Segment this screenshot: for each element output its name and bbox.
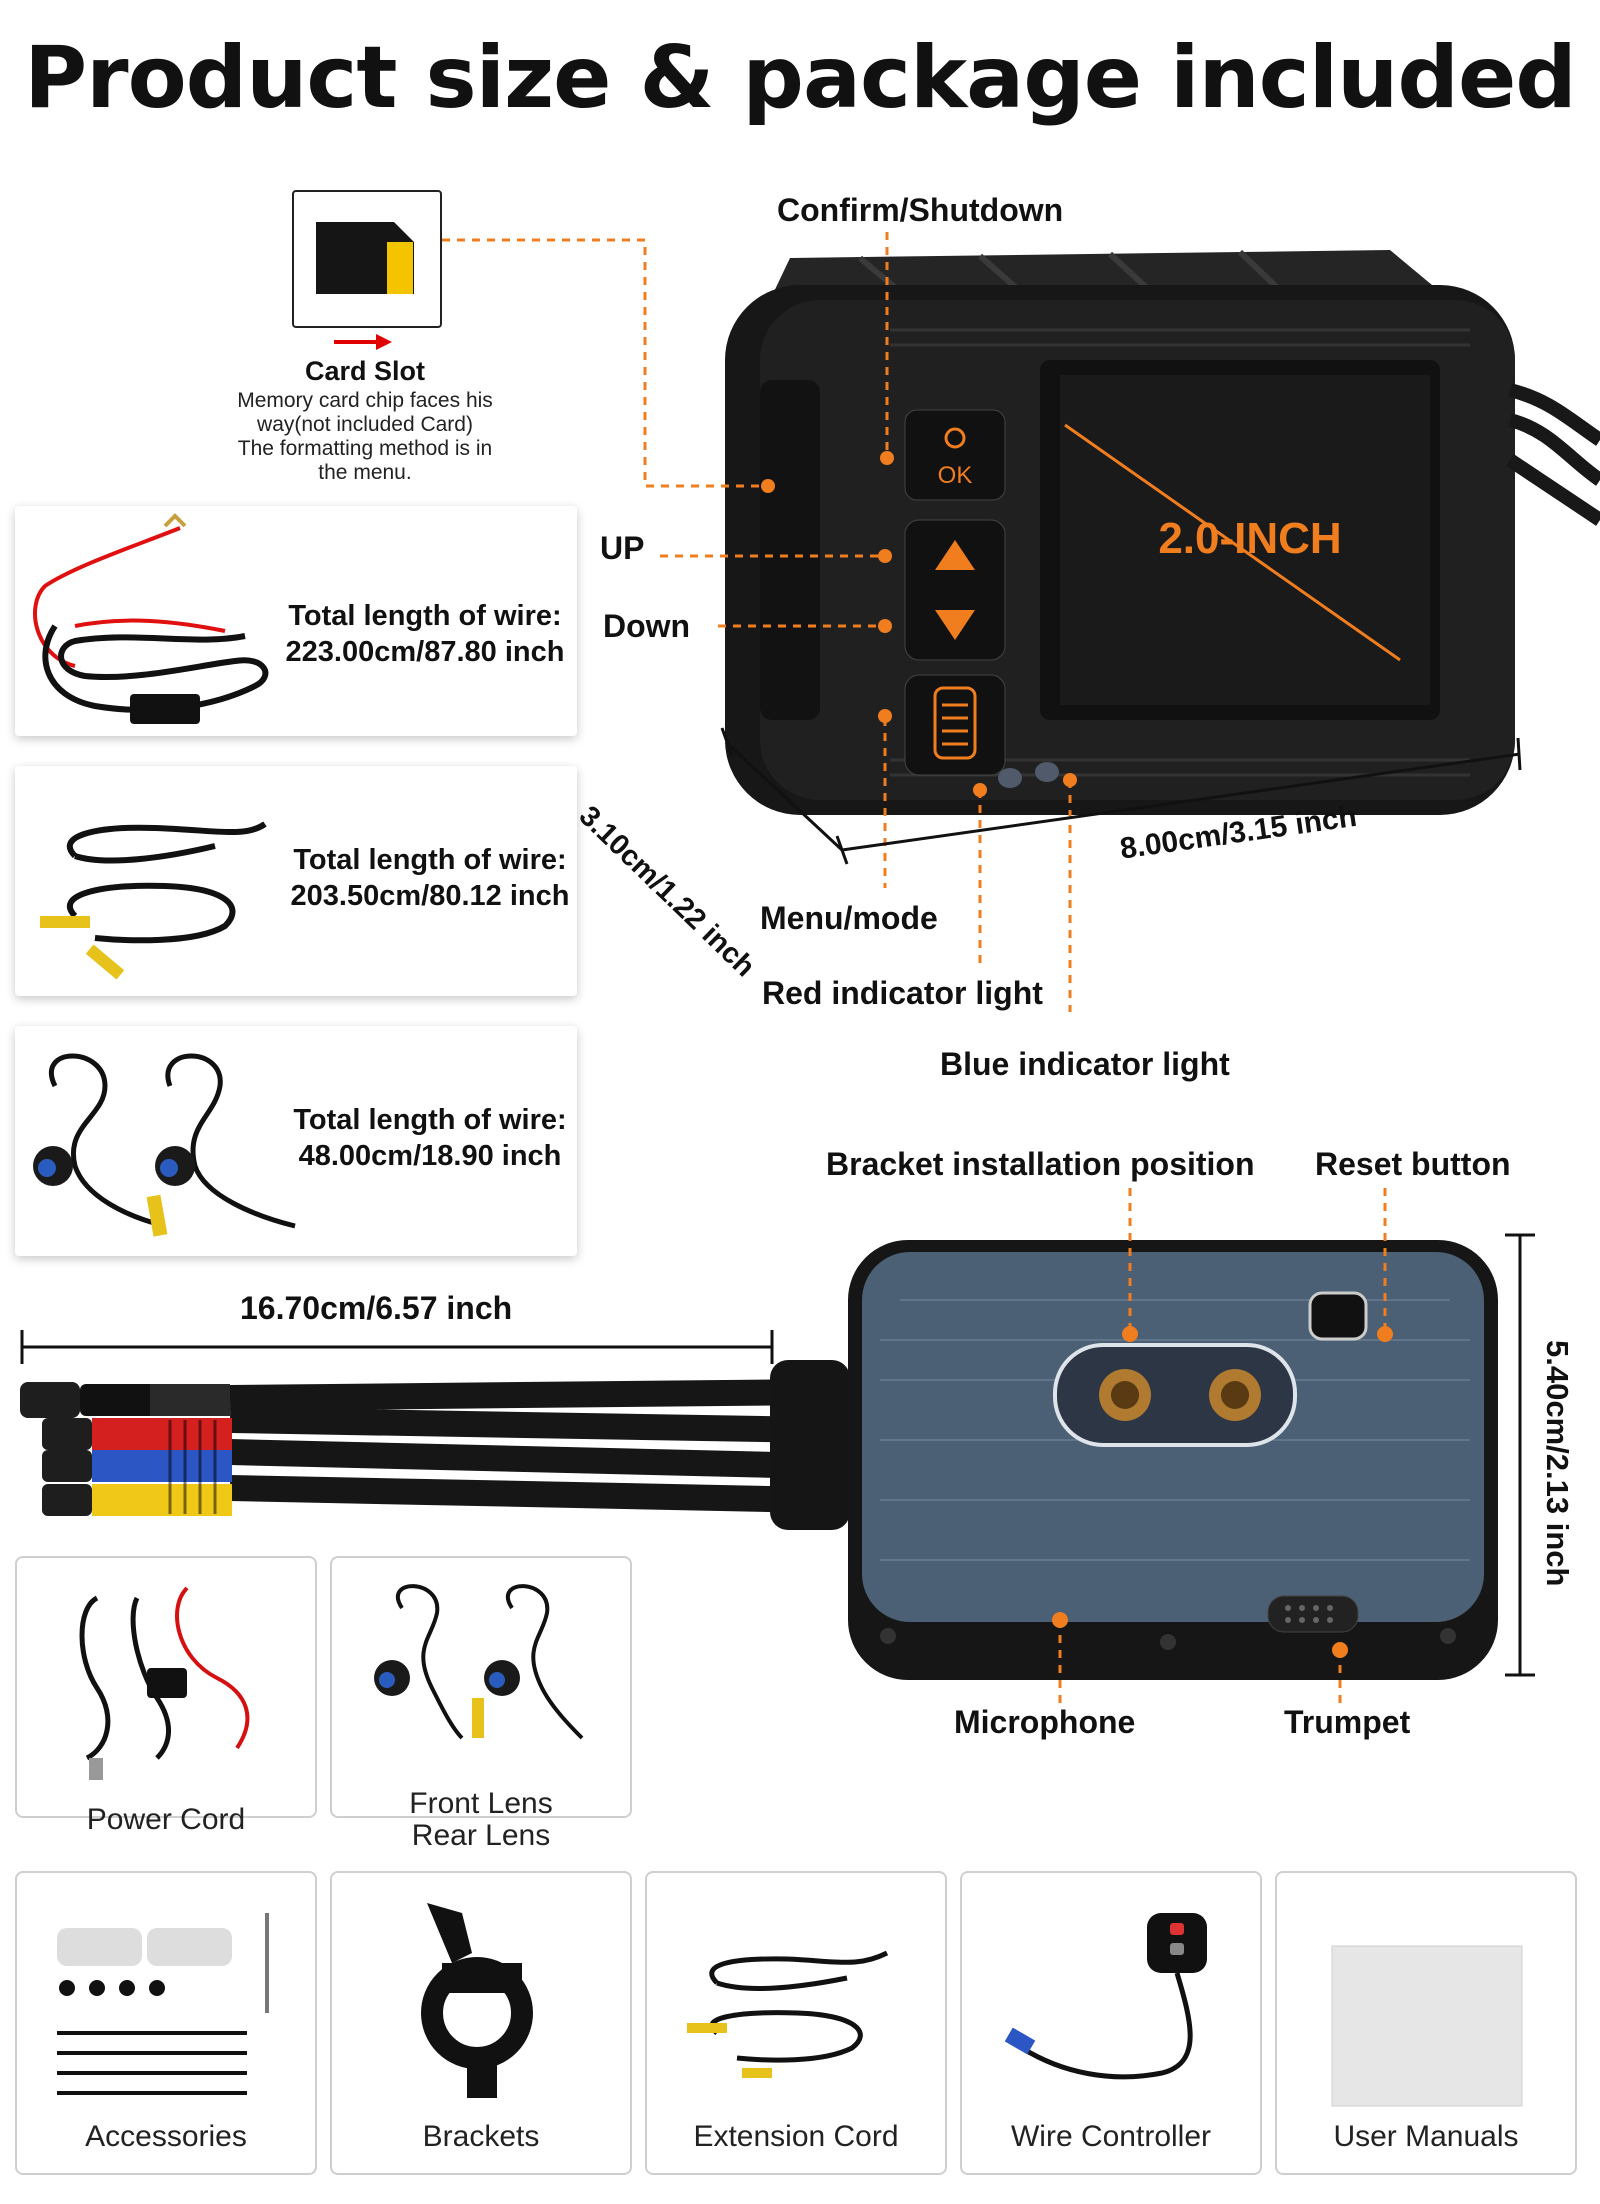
- package-name-1: Front Lens: [409, 1787, 553, 1820]
- package-name-2: Rear Lens: [411, 1819, 551, 1852]
- page-title: Product size & package included: [24, 28, 1577, 128]
- wire-label: Total length of wire:: [293, 1104, 567, 1136]
- power-cord-icon: [79, 1586, 250, 1780]
- package-card-brackets: Brackets: [330, 1871, 632, 2175]
- extension-cord-icon: [687, 1950, 889, 2078]
- blue-light-label: Blue indicator light: [940, 1046, 1230, 1082]
- reset-label: Reset button: [1315, 1146, 1511, 1182]
- wire-text-extension: Total length of wire: 203.50cm/80.12 inc…: [280, 842, 580, 914]
- package-card-extension-cord: Extension Cord: [645, 1871, 947, 2175]
- lenses-icon: [374, 1584, 584, 1740]
- package-name: Power Cord: [86, 1803, 246, 1836]
- wire-label: Total length of wire:: [293, 844, 567, 876]
- extension-wire-icon: [40, 821, 267, 980]
- screen-size-label: 2.0-INCH: [1158, 514, 1342, 563]
- power-wire-icon: [33, 513, 269, 724]
- memory-card-icon: [316, 222, 414, 294]
- confirm-label: Confirm/Shutdown: [777, 192, 1064, 228]
- bracket-icon: [421, 1903, 533, 2098]
- wire-value: 203.50cm/80.12 inch: [290, 880, 570, 912]
- memory-card-box: [292, 190, 442, 328]
- manual-icon: [1331, 1945, 1523, 2107]
- wire-value: 48.00cm/18.90 inch: [298, 1140, 562, 1172]
- card-slot-desc: Memory card chip faces his way(not inclu…: [195, 389, 535, 485]
- card-slot-desc-1: Memory card chip faces his: [237, 389, 493, 412]
- down-label: Down: [603, 608, 691, 644]
- microphone-label: Microphone: [954, 1704, 1136, 1740]
- card-slot-desc-2: way(not included Card): [257, 413, 473, 436]
- wire-card-extension: Total length of wire: 203.50cm/80.12 inc…: [15, 766, 577, 996]
- package-card-user-manuals: User Manuals: [1275, 1871, 1577, 2175]
- menu-label: Menu/mode: [760, 900, 938, 936]
- ok-label: OK: [937, 462, 973, 489]
- package-name: Accessories: [85, 2120, 247, 2153]
- card-slot-desc-3: The formatting method is in: [237, 437, 493, 460]
- up-label: UP: [600, 530, 645, 566]
- package-name: Brackets: [422, 2120, 540, 2153]
- cable-length-dimension: 16.70cm/6.57 inch: [240, 1290, 513, 1326]
- package-card-lenses: Front Lens Rear Lens: [330, 1556, 632, 1852]
- height-dimension: 5.40cm/2.13 inch: [1540, 1340, 1575, 1587]
- package-name: Wire Controller: [1010, 2120, 1212, 2153]
- wire-text-lens: Total length of wire: 48.00cm/18.90 inch: [280, 1102, 580, 1174]
- wire-text-power: Total length of wire: 223.00cm/87.80 inc…: [275, 598, 575, 670]
- package-name: User Manuals: [1333, 2120, 1519, 2153]
- wire-controller-icon: [1004, 1913, 1207, 2080]
- wire-card-lens: Total length of wire: 48.00cm/18.90 inch: [15, 1026, 577, 1256]
- package-card-wire-controller: Wire Controller: [960, 1871, 1262, 2175]
- red-light-label: Red indicator light: [762, 975, 1043, 1011]
- lens-wire-icon: [33, 1053, 296, 1237]
- wire-label: Total length of wire:: [288, 600, 562, 632]
- wire-card-power: Total length of wire: 223.00cm/87.80 inc…: [15, 506, 577, 736]
- accessories-icon: [57, 1913, 269, 2095]
- package-name: Extension Cord: [693, 2120, 899, 2153]
- package-card-accessories: Accessories: [15, 1871, 317, 2175]
- bracket-label: Bracket installation position: [826, 1146, 1255, 1182]
- card-slot-heading: Card Slot: [304, 356, 425, 386]
- trumpet-label: Trumpet: [1284, 1704, 1411, 1740]
- card-slot-desc-4: the menu.: [318, 461, 412, 484]
- package-card-power-cord: Power Cord: [15, 1556, 317, 1836]
- wire-value: 223.00cm/87.80 inch: [285, 636, 565, 668]
